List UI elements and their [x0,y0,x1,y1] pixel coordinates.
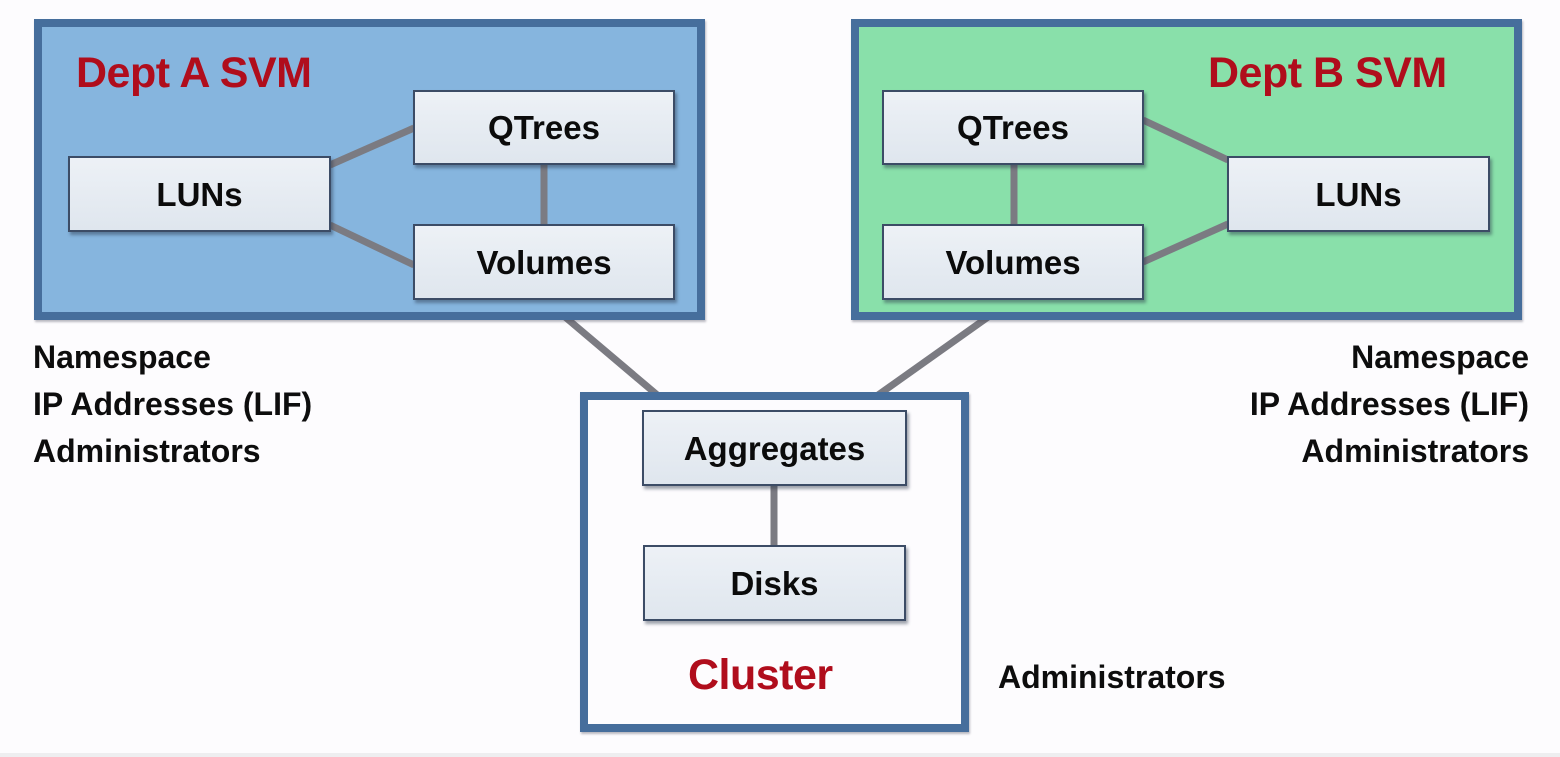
dept-b-property-administrators: Administrators [1301,433,1529,469]
cluster-disks-node[interactable]: Disks [643,545,906,621]
link-dept-b-volumes-luns [1141,220,1230,266]
dept-a-property-administrators: Administrators [33,433,261,469]
cluster-property-administrators: Administrators [998,659,1226,695]
dept-a-property-ip-addresses: IP Addresses (LIF) [33,386,313,422]
dept-b-properties: Namespace IP Addresses (LIF) Administrat… [1250,334,1529,475]
dept-b-volumes-node[interactable]: Volumes [882,224,1144,300]
dept-a-svm-title: Dept A SVM [76,49,312,97]
dept-a-luns-node[interactable]: LUNs [68,156,331,232]
dept-b-luns-node[interactable]: LUNs [1227,156,1490,232]
bottom-strip [0,753,1560,757]
dept-a-properties: Namespace IP Addresses (LIF) Administrat… [33,334,312,475]
dept-b-qtrees-node[interactable]: QTrees [882,90,1144,165]
cluster-properties: Administrators [998,654,1226,701]
cluster-title: Cluster [688,651,833,699]
dept-a-volumes-node[interactable]: Volumes [413,224,675,300]
dept-b-property-namespace: Namespace [1351,339,1529,375]
link-dept-b-qtrees-luns [1141,116,1230,164]
dept-a-qtrees-node[interactable]: QTrees [413,90,675,165]
link-dept-a-luns-qtrees [328,124,416,169]
link-dept-a-luns-volumes [328,221,416,269]
cluster-aggregates-node[interactable]: Aggregates [642,410,907,486]
dept-a-property-namespace: Namespace [33,339,211,375]
dept-b-svm-title: Dept B SVM [1208,49,1447,97]
dept-b-property-ip-addresses: IP Addresses (LIF) [1249,386,1529,422]
